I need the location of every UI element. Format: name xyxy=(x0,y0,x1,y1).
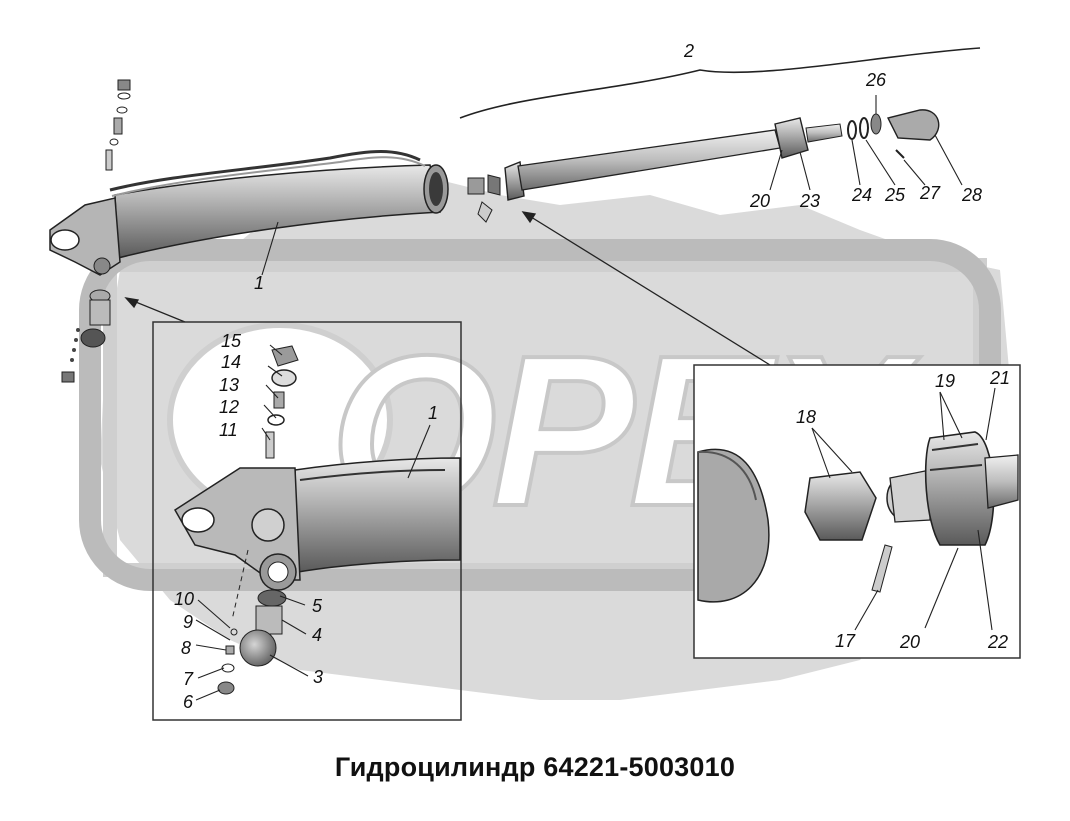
callout-1-detail: 1 xyxy=(428,403,439,423)
callout-2: 2 xyxy=(684,41,695,61)
callout-21: 21 xyxy=(990,368,1011,388)
callout-12: 12 xyxy=(219,397,240,417)
diagram-title: Гидроцилиндр 64221-5003010 xyxy=(334,752,736,782)
callout-22: 22 xyxy=(988,632,1009,652)
arrows xyxy=(124,211,771,366)
callout-3: 3 xyxy=(313,667,324,687)
callout-8: 8 xyxy=(181,638,192,658)
callout-27: 27 xyxy=(920,183,941,203)
callout-23: 23 xyxy=(800,191,821,211)
piston-rod-top xyxy=(459,47,981,223)
detail-box-right xyxy=(693,364,1021,659)
top-leaders xyxy=(261,95,963,276)
callout-10: 10 xyxy=(174,589,195,609)
callout-18: 18 xyxy=(796,407,817,427)
callout-5: 5 xyxy=(312,596,323,616)
callout-25: 25 xyxy=(885,185,906,205)
callout-15: 15 xyxy=(221,331,242,351)
callout-20-detail: 20 xyxy=(900,632,921,652)
callout-9: 9 xyxy=(183,612,194,632)
callout-19: 19 xyxy=(935,371,956,391)
callout-28: 28 xyxy=(962,185,983,205)
callout-17: 17 xyxy=(835,631,856,651)
callout-14: 14 xyxy=(221,352,242,372)
callout-11: 11 xyxy=(219,420,238,440)
callout-13: 13 xyxy=(219,375,240,395)
callout-26: 26 xyxy=(866,70,887,90)
callout-24: 24 xyxy=(852,185,873,205)
callout-20-top: 20 xyxy=(750,191,771,211)
detail-box-left xyxy=(152,321,462,721)
callout-7: 7 xyxy=(183,669,194,689)
callout-1-top: 1 xyxy=(254,273,265,293)
callout-6: 6 xyxy=(183,692,194,712)
cylinder-body-top xyxy=(49,79,449,383)
callout-4: 4 xyxy=(312,625,323,645)
